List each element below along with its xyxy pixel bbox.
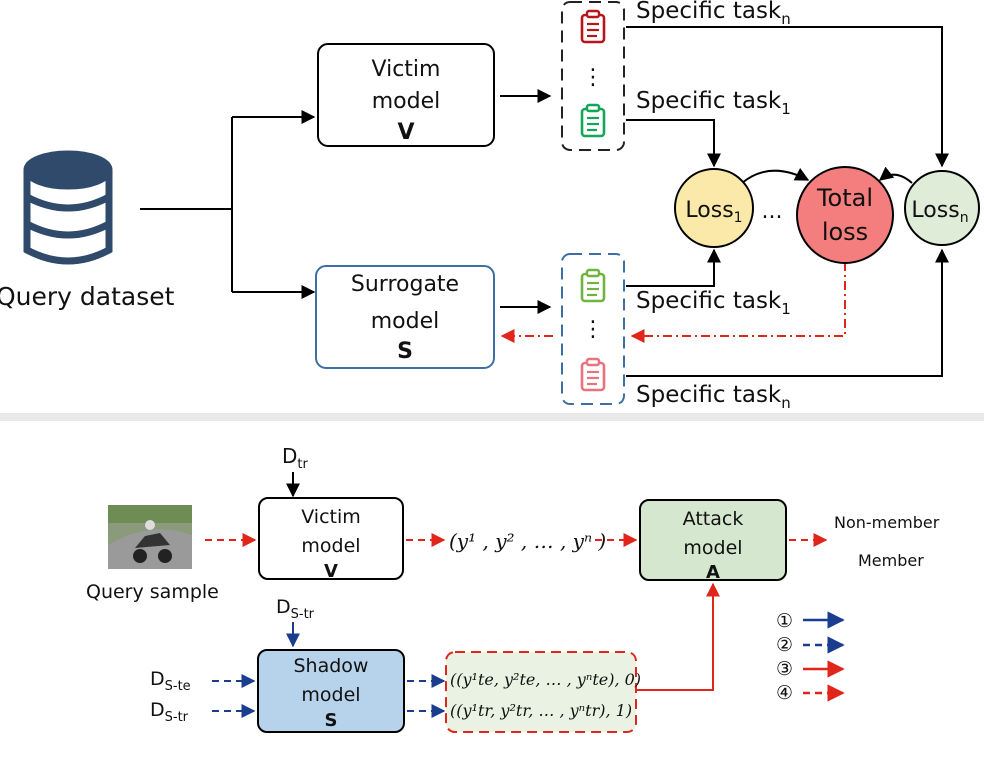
clipboard-icon-lightgreen [580, 268, 606, 303]
task-n-bottom-label: Specific taskn [636, 382, 791, 412]
task-1-top-label: Specific task1 [636, 88, 791, 118]
task1-top-to-loss1 [626, 119, 721, 168]
task-n-top-label: Specific taskn [636, 0, 791, 28]
taskn-top-to-lossn [626, 26, 949, 168]
d-tr-label: Dtr [282, 444, 309, 472]
surrogate-model-symbol: S [397, 339, 413, 364]
attack-model-symbol: A [706, 562, 720, 583]
shadow-model-box [257, 649, 405, 733]
shadow-output-box [445, 651, 637, 733]
surrogate-task-vdots: ⋮ [582, 317, 604, 342]
shadow-output-tr: ((y¹tr, y²tr, … , yⁿtr), 1) [450, 701, 632, 720]
query-sample-image [108, 505, 192, 569]
total-loss-circle [796, 166, 894, 264]
victim-task-vdots: ⋮ [582, 65, 604, 90]
non-member-label: Non-member [834, 513, 940, 532]
d-s-tr-label: DS-tr [150, 699, 189, 725]
bottom-victim-line2: model [301, 535, 360, 557]
legend-num-1: ① [776, 610, 793, 632]
surrogate-model-line1: Surrogate [351, 272, 459, 297]
task1-bottom-to-loss1 [626, 248, 721, 287]
query-sample-label: Query sample [86, 581, 219, 603]
victim-task-group [561, 1, 625, 151]
clipboard-icon-pink [580, 357, 606, 392]
database-icon [23, 150, 113, 265]
panel-divider [0, 413, 984, 421]
surrogate-task-group [561, 253, 625, 405]
victim-model-box [317, 43, 495, 147]
query-dataset-label: Query dataset [0, 282, 175, 311]
bottom-victim-model-box [258, 497, 404, 580]
attack-model-line1: Attack [683, 508, 744, 530]
prediction-vector: (y¹ , y² , … , yⁿ ) [449, 529, 606, 553]
attack-model-box [639, 499, 787, 581]
victim-model-line2: model [372, 89, 441, 114]
legend-num-3: ③ [776, 658, 793, 680]
clipboard-icon-red [580, 9, 606, 44]
shadow-output-te: ((y¹te, y²te, … , yⁿte), 0) [450, 670, 641, 689]
task-1-bottom-label: Specific task1 [636, 288, 791, 318]
lossn-label: Lossn [911, 198, 968, 226]
legend-num-4: ④ [776, 682, 793, 704]
bottom-victim-line1: Victim [301, 506, 361, 528]
taskn-bottom-to-lossn [626, 248, 949, 377]
attack-model-line2: model [683, 537, 742, 559]
total-loss-backprop-arrow [630, 262, 846, 343]
victim-model-line1: Victim [372, 57, 441, 82]
legend-num-2: ② [776, 634, 793, 656]
total-loss-line2: loss [822, 218, 868, 246]
victim-model-symbol: V [397, 120, 414, 145]
lossn-to-total-arrow [878, 166, 913, 184]
legend: ① ② ③ ④ [776, 610, 845, 704]
shadow-model-line1: Shadow [294, 655, 369, 677]
total-loss-line1: Total [816, 184, 873, 212]
loss-dots: ... [762, 199, 783, 224]
shadow-model-line2: model [301, 684, 360, 706]
bottom-victim-symbol: V [324, 561, 338, 582]
shadow-output-to-attack-arrow [636, 582, 720, 691]
loss1-circle [674, 168, 754, 248]
dataset-connector [140, 110, 316, 299]
lossn-circle [904, 170, 980, 246]
shadow-model-symbol: S [325, 710, 338, 731]
surrogate-model-box [315, 265, 495, 369]
loss1-label: Loss1 [685, 198, 742, 226]
d-s-te-label: DS-te [150, 668, 191, 694]
loss1-to-total-arrow [741, 167, 810, 184]
surrogate-model-line2: model [371, 309, 440, 334]
member-label: Member [858, 551, 924, 570]
clipboard-icon-green [580, 103, 606, 138]
d-s-tr-top-label: DS-tr [276, 596, 315, 622]
